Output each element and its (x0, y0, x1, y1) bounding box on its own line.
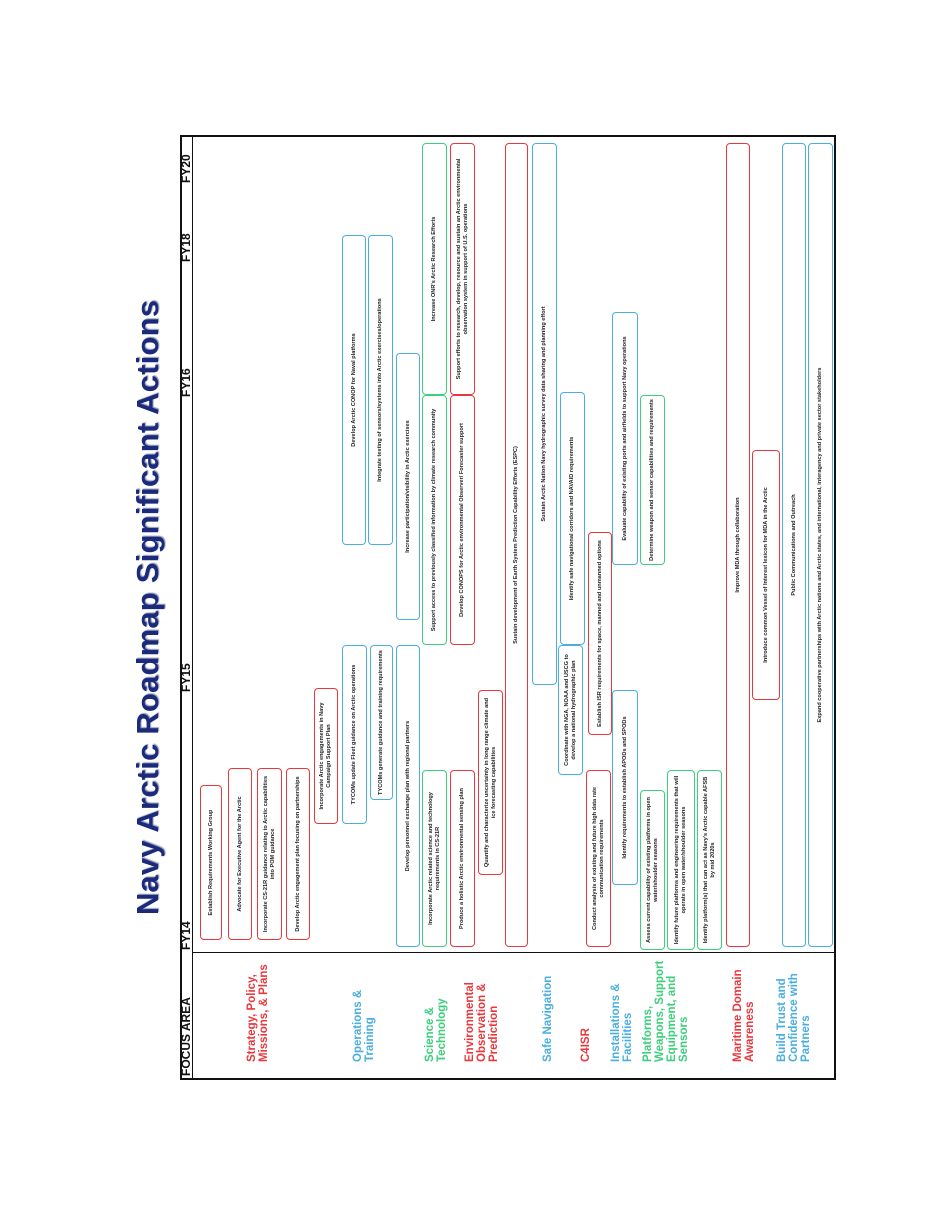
action-text: Support efforts to research, develop, re… (455, 158, 469, 380)
action-box: Quantify and characterize uncertainty in… (478, 690, 503, 875)
focus-column-divider (192, 952, 836, 953)
focus-area-label: C4ISR (580, 1028, 592, 1062)
action-box: TYCOMs update Fleet guidance on Arctic o… (342, 645, 367, 824)
action-text: Develop CONOPS for Arctic environmental … (459, 423, 465, 617)
action-text: Develop Arctic engagement plan focusing … (294, 776, 301, 932)
action-text: Quantify and characterize uncertainty in… (483, 697, 497, 868)
focus-area-label: Platforms, Weapons, Support Equipment, a… (642, 960, 690, 1062)
action-box: Assess current capability of existing pl… (640, 790, 665, 950)
action-box: Develop Arctic CONOP for Naval platforms (342, 235, 366, 545)
action-text: Assess current capability of existing pl… (645, 797, 659, 943)
action-text: Evaluate capability of existing ports an… (621, 336, 628, 541)
action-box: Integrate testing of sensors/systems int… (368, 235, 393, 545)
focus-area-header: FOCUS AREA (179, 997, 193, 1076)
action-box: Increase ONR's Arctic Research Efforts (422, 143, 447, 395)
action-box: Support access to previously classified … (422, 395, 447, 645)
action-box: Coordinate with NGA, NOAA and USCG to de… (558, 645, 583, 775)
action-box: Introduce common Vessel of Interest lexi… (752, 450, 780, 700)
action-box: Identify future platforms and engineerin… (667, 770, 695, 950)
fiscal-year-label: FY14 (179, 921, 193, 950)
action-text: Develop Arctic CONOP for Naval platforms (350, 333, 357, 447)
action-text: Introduce common Vessel of Interest lexi… (762, 487, 769, 663)
action-box: Incorporate CS-21R guidance relating to … (257, 768, 282, 940)
action-text: Identify future platforms and engineerin… (674, 775, 687, 945)
fiscal-year-label: FY18 (179, 233, 193, 262)
focus-area-label: Installations & Facilities (610, 983, 634, 1062)
action-text: Conduct analysis of existing and future … (591, 787, 605, 930)
action-text: TYCOMs update Fleet guidance on Arctic o… (351, 664, 357, 805)
action-box: Increase participation/visibility in Arc… (396, 353, 420, 620)
action-text: Coordinate with NGA, NOAA and USCG to de… (563, 654, 577, 766)
action-box: Sustain Arctic Nation Navy hydrographic … (532, 143, 557, 685)
action-text: Identify requirements to establish APODs… (621, 716, 628, 859)
action-box: Sustain development of Earth System Pred… (505, 143, 528, 947)
focus-area-label: Operations & Training (352, 989, 376, 1062)
action-box: Establish ISR requirements for space, ma… (588, 532, 612, 735)
fiscal-year-label: FY15 (179, 663, 193, 692)
action-text: Incorporate CS-21R guidance relating to … (262, 775, 276, 933)
action-box: Develop Arctic engagement plan focusing … (286, 768, 310, 940)
action-text: Identify safe navigational corridors and… (569, 436, 575, 601)
action-text: Support access to previously classified … (431, 408, 437, 632)
action-text: Increase participation/visibility in Arc… (404, 420, 411, 553)
action-box: Establish Requirements Working Group (200, 785, 222, 940)
action-box: Develop personnel exchange plan with reg… (396, 645, 420, 947)
action-box: Develop CONOPS for Arctic environmental … (450, 395, 475, 645)
action-box: Identify safe navigational corridors and… (560, 392, 585, 645)
action-box: Public Communications and Outreach (782, 143, 806, 947)
action-box: Conduct analysis of existing and future … (586, 770, 611, 947)
action-text: Incorporate Arctic related science and t… (427, 792, 441, 925)
action-box: Incorporate Arctic related science and t… (422, 770, 447, 947)
action-text: Incorporate Arctic engagements in Navy C… (319, 702, 332, 810)
action-text: Sustain Arctic Nation Navy hydrographic … (541, 306, 547, 522)
action-box: Advocate for Executive Agent for the Arc… (228, 768, 252, 940)
action-box: Incorporate Arctic engagements in Navy C… (314, 688, 338, 824)
action-text: Sustain development of Earth System Pred… (513, 446, 519, 644)
action-box: Expand cooperative partnerships with Arc… (808, 143, 833, 947)
page-title: Navy Arctic Roadmap Significant Actions (130, 299, 165, 916)
focus-area-label: Science & Technology (424, 998, 448, 1062)
action-text: Determine weapon and sensor capabilities… (649, 399, 655, 561)
action-box: Support efforts to research, develop, re… (450, 143, 475, 395)
roadmap-sheet: Navy Arctic Roadmap Significant Actions … (130, 135, 836, 1080)
focus-area-label: Maritime Domain Awareness (732, 969, 756, 1062)
action-text: Public Communications and Outreach (790, 494, 797, 596)
action-box: Produce a holistic Arctic environmental … (450, 770, 475, 947)
action-box: Identify requirements to establish APODs… (612, 690, 638, 885)
action-text: Increase ONR's Arctic Research Efforts (431, 216, 437, 322)
action-text: Improve MDA through collaboration (734, 497, 741, 593)
action-box: Evaluate capability of existing ports an… (612, 312, 638, 565)
action-text: Expand cooperative partnerships with Arc… (817, 367, 823, 723)
action-text: Integrate testing of sensors/systems int… (377, 298, 383, 482)
action-text: Establish ISR requirements for space, ma… (596, 540, 603, 727)
focus-area-label: Environmental Observation & Prediction (464, 982, 500, 1062)
action-text: TYCOMs generate guidance and training re… (378, 650, 384, 795)
action-box: TYCOMs generate guidance and training re… (370, 645, 393, 800)
action-text: Advocate for Executive Agent for the Arc… (236, 796, 243, 912)
action-box: Improve MDA through collaboration (726, 143, 750, 947)
action-text: Establish Requirements Working Group (207, 809, 214, 916)
focus-area-label: Strategy, Policy, Missions, & Plans (246, 964, 270, 1062)
action-text: Identify platform(s) that can act as Nav… (702, 776, 716, 944)
action-box: Determine weapon and sensor capabilities… (640, 395, 665, 565)
action-text: Produce a holistic Arctic environmental … (459, 788, 465, 929)
focus-area-label: Build Trust and Confidence with Partners (776, 973, 812, 1062)
action-text: Develop personnel exchange plan with reg… (404, 720, 411, 872)
focus-area-label: Safe Navigation (542, 975, 554, 1062)
fiscal-year-label: FY16 (179, 368, 193, 397)
fiscal-year-label: FY20 (179, 154, 193, 183)
action-box: Identify platform(s) that can act as Nav… (697, 770, 722, 950)
